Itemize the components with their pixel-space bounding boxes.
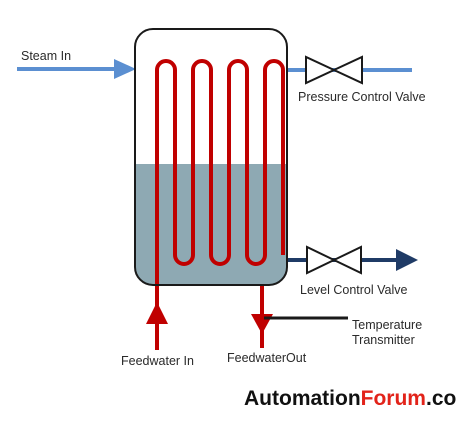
level-control-valve-label: Level Control Valve — [300, 283, 408, 297]
pressure-control-valve-label: Pressure Control Valve — [298, 90, 426, 104]
brand-part-automation: Automation — [244, 387, 361, 410]
feedwater-in-arrow-icon — [146, 302, 168, 324]
temperature-transmitter-label: Temperature Transmitter — [352, 318, 422, 348]
brand-watermark: AutomationForum.co — [244, 387, 456, 411]
level-control-valve-icon — [306, 245, 362, 275]
pressure-control-valve-icon — [305, 55, 363, 85]
level-outlet-arrow-icon — [396, 249, 418, 271]
brand-part-suffix: .co — [425, 387, 457, 410]
feedwater-out-label: FeedwaterOut — [227, 351, 307, 365]
vessel-outline — [134, 28, 288, 286]
temperature-transmitter-line2: Transmitter — [352, 333, 415, 347]
temperature-transmitter-line1: Temperature — [352, 318, 423, 332]
brand-part-forum: Forum — [360, 387, 426, 410]
steam-inlet-arrow-icon — [114, 59, 136, 79]
steam-in-label: Steam In — [21, 49, 72, 63]
feedwater-in-label: Feedwater In — [121, 354, 194, 368]
heating-coil — [155, 59, 285, 302]
